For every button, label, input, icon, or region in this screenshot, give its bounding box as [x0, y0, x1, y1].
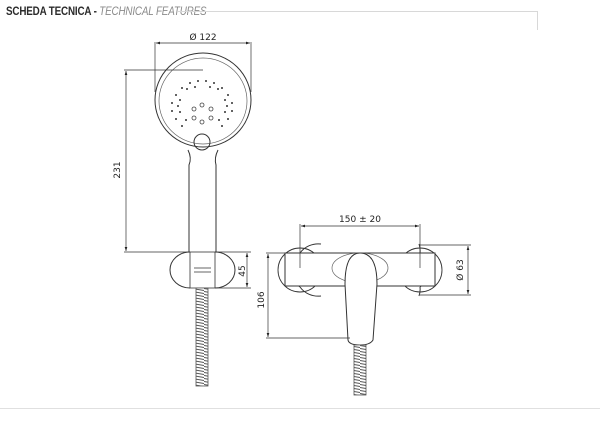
dim-head-diameter: Ø 122 — [189, 32, 216, 43]
dim-holder-height: 45 — [238, 265, 248, 276]
dim-mixer-height: 106 — [257, 291, 267, 308]
dim-flange-diameter: Ø 63 — [455, 259, 466, 280]
dim-handshower-height: 231 — [113, 161, 123, 178]
handshower-nozzles — [171, 80, 233, 127]
header-title: SCHEDA TECNICA — [6, 4, 91, 18]
handshower-center-nozzles — [191, 102, 214, 125]
header-subtitle: TECHNICAL FEATURES — [99, 4, 207, 18]
handshower-dimensions — [124, 41, 252, 289]
mixer — [277, 243, 443, 396]
mixer-dimensions — [266, 224, 471, 339]
header-rule — [178, 11, 537, 12]
header-rule-end — [537, 11, 538, 30]
handshower — [154, 52, 252, 387]
header-separator: - — [90, 4, 100, 18]
bottom-rule — [0, 408, 600, 409]
section-header: SCHEDA TECNICA - TECHNICAL FEATURES — [6, 3, 250, 19]
dim-centers: 150 ± 20 — [339, 215, 381, 225]
header-title-group: SCHEDA TECNICA - TECHNICAL FEATURES — [6, 4, 207, 18]
